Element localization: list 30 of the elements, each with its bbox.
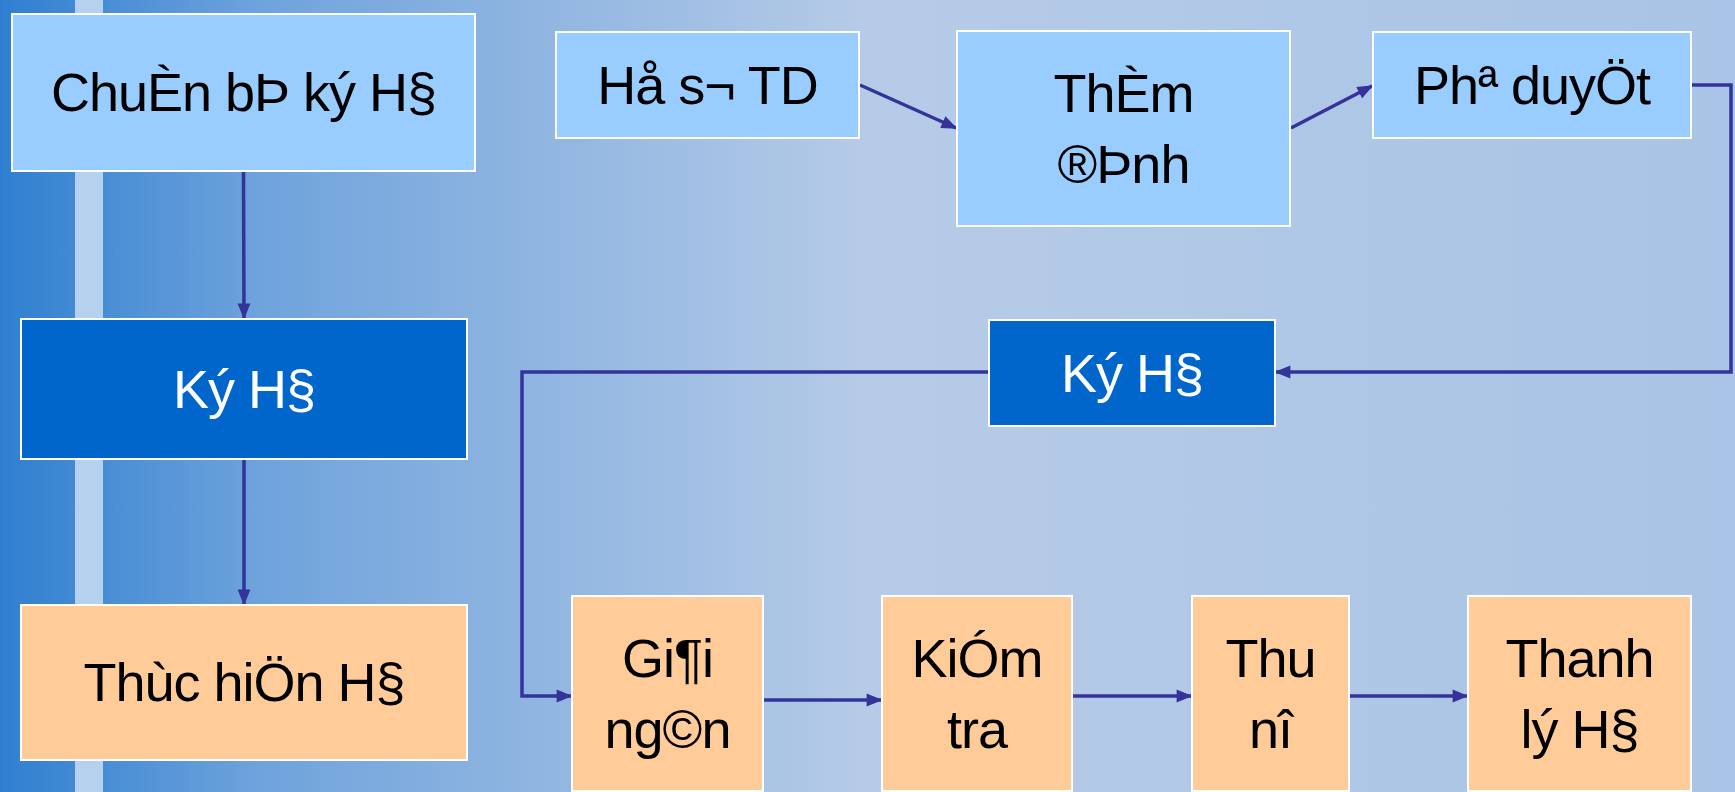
process-box: [1372, 31, 1692, 139]
process-box: [1191, 595, 1350, 792]
box-label: Ký H§: [172, 357, 316, 421]
box-label: Gi¶i ng©n: [603, 627, 732, 761]
box-label: KiÓm tra: [910, 627, 1044, 761]
arrow: [1290, 84, 1374, 130]
box-label: Phª duyÖt: [1413, 53, 1651, 117]
arrow: [237, 460, 251, 606]
arrow: [859, 83, 958, 130]
arrow: [1350, 689, 1469, 703]
box-label: Hå s¬ TD: [597, 53, 818, 117]
process-box: [571, 595, 764, 792]
box-label: ThÈm ®Þnh: [1052, 62, 1195, 196]
arrow: [237, 172, 251, 320]
box-label: Thu nî: [1224, 627, 1317, 761]
process-box: [20, 318, 468, 460]
arrow: [520, 370, 988, 703]
arrow: [1073, 689, 1193, 703]
process-box: [555, 31, 860, 139]
box-label: Thùc hiÖn H§: [83, 651, 405, 715]
process-box: [11, 13, 476, 172]
arrow: [764, 693, 883, 707]
process-box: [988, 319, 1276, 427]
process-box: [881, 595, 1073, 792]
box-label: Thanh lý H§: [1504, 627, 1655, 761]
process-box: [20, 604, 468, 761]
box-label: ChuÈn bÞ ký H§: [50, 61, 437, 125]
process-box: [956, 30, 1291, 227]
box-label: Ký H§: [1060, 341, 1204, 405]
process-box: [1467, 595, 1692, 792]
